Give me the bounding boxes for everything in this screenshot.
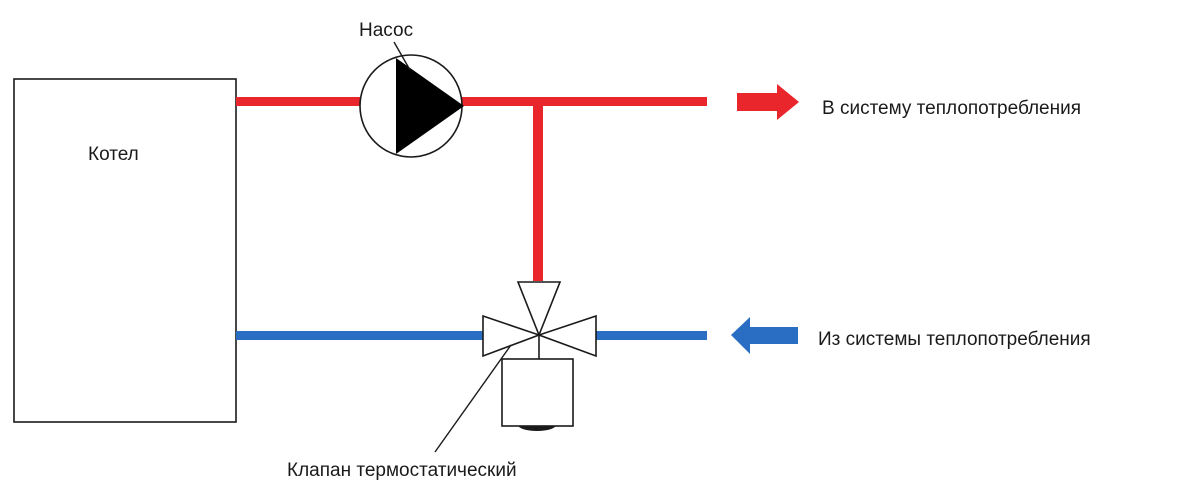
boiler-label: Котел — [88, 144, 139, 165]
arrow-right-icon — [737, 84, 799, 120]
valve-leader-line — [434, 344, 512, 453]
boiler-box — [13, 78, 237, 423]
supply-pipe — [236, 97, 707, 281]
arrow-left-icon — [731, 317, 798, 354]
supply-label: В систему теплопотребления — [822, 98, 1081, 119]
pump-leader-line — [393, 41, 411, 71]
pump-label: Насос — [359, 20, 413, 41]
valve-label: Клапан термостатический — [287, 460, 517, 481]
return-label: Из системы теплопотребления — [818, 329, 1091, 350]
return-pipe — [236, 331, 707, 340]
pump-icon — [359, 54, 464, 158]
three-way-valve-icon — [482, 281, 597, 358]
valve-actuator-icon — [501, 358, 574, 431]
